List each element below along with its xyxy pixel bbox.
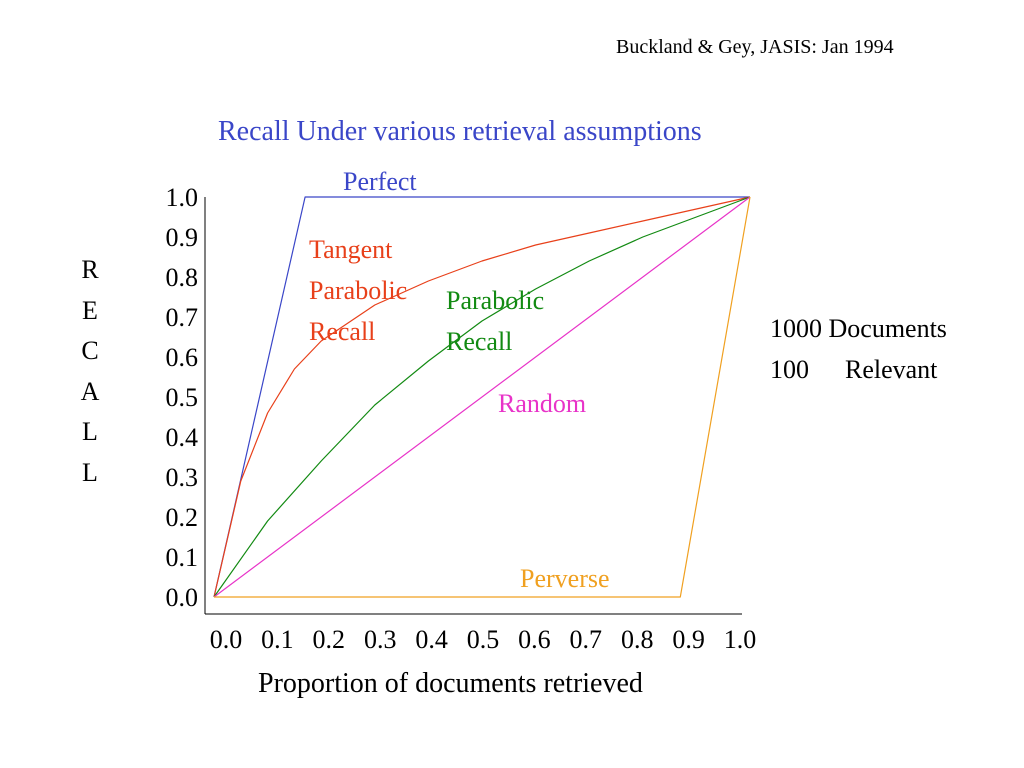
y-tick-label: 0.3 [166,463,199,492]
tangent-parabolic-label: Recall [309,317,375,346]
tangent-parabolic-label: Parabolic [309,276,407,305]
tangent-parabolic-label: Tangent [309,235,393,264]
x-tick-label: 0.9 [672,625,705,654]
random-label: Random [498,389,586,418]
y-axis-label-letter: C [81,336,99,365]
perverse-curve [214,196,751,598]
x-tick-label: 0.6 [518,625,551,654]
y-tick-label: 0.6 [166,343,199,372]
parabolic-recall-curve [213,196,751,598]
y-axis-label-letter: L [82,457,98,487]
x-tick-label: 1.0 [724,625,757,654]
y-axis-label-letter: R [81,255,99,284]
x-tick-label: 0.5 [467,625,500,654]
y-tick-label: 0.7 [166,303,199,332]
y-axis-label-letter: L [82,417,98,446]
x-tick-label: 0.7 [570,625,603,654]
parabolic-label: Parabolic [446,286,544,315]
perfect-label: Perfect [343,167,417,196]
citation-text: Buckland & Gey, JASIS: Jan 1994 [616,36,894,58]
y-tick-label: 1.0 [166,183,199,212]
chart-title: Recall Under various retrieval assumptio… [218,116,702,147]
relevant-note: 100 Relevant [770,355,937,385]
parabolic-label: Recall [446,327,512,356]
x-tick-label: 0.8 [621,625,654,654]
relevant-count: 100 [770,355,809,384]
tangent-parabolic-recall-curve [213,196,751,598]
y-axis-label-letter: E [82,295,98,325]
documents-note: 1000 Documents [770,314,947,343]
relevant-label: Relevant [845,355,938,384]
x-tick-label: 0.2 [313,625,346,654]
perfect-curve [213,196,750,598]
y-tick-label: 0.8 [166,263,199,292]
x-tick-label: 0.0 [210,625,243,654]
y-tick-label: 0.9 [166,223,199,252]
y-tick-label: 0.1 [166,543,199,572]
y-axis-label-letter: A [80,376,100,406]
random-curve [213,196,751,598]
x-tick-label: 0.3 [364,625,397,654]
y-tick-label: 0.4 [166,423,199,452]
x-axis-label: Proportion of documents retrieved [258,668,643,699]
y-tick-label: 0.5 [166,383,199,412]
x-tick-label: 0.4 [415,625,448,654]
x-tick-label: 0.1 [261,625,294,654]
y-tick-label: 0.2 [166,503,199,532]
perverse-label: Perverse [520,564,610,593]
y-tick-label: 0.0 [166,583,199,612]
